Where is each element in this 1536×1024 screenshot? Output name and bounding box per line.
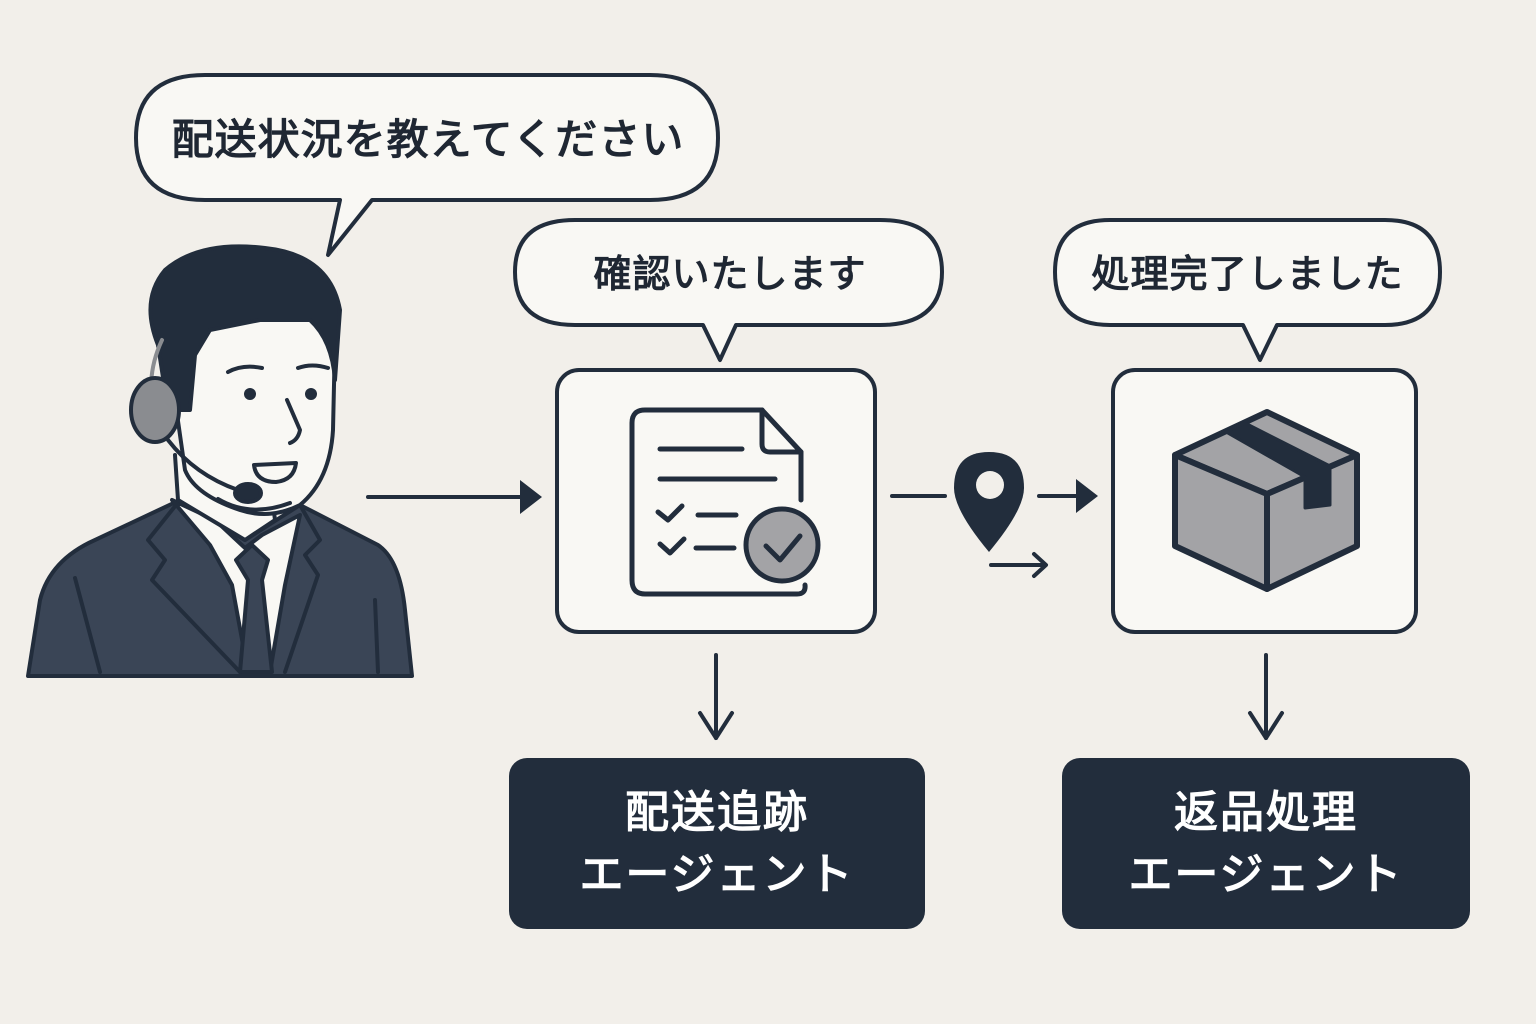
customer-request-text: 配送状況を教えてください [171,115,685,164]
tracking-agent-label: エージェント [579,848,855,900]
check-badge-icon [743,506,821,584]
returns-agent-box: 返品処理 エージェント [1062,758,1470,929]
returns-agent-bubble [1053,218,1442,362]
tracking-bubble-text: 確認いたします [593,252,867,296]
returns-agent-label: エージェント [1128,848,1404,900]
returns-down-arrow [1248,653,1284,740]
package-icon [1172,409,1360,592]
document-checklist-icon [629,407,808,597]
tracking-agent-name: 配送追跡 [625,786,809,838]
customer-request-bubble [134,73,720,257]
returns-bubble-text: 処理完了しました [1091,252,1404,296]
location-to-returns-arrow [1037,479,1098,513]
secondary-route-arrow [989,552,1048,578]
returns-agent-name: 返品処理 [1174,786,1358,838]
operator-illustration [26,244,414,678]
map-pin-icon [954,452,1024,552]
tracking-agent-box: 配送追跡 エージェント [509,758,925,929]
tracking-agent-bubble [513,218,944,362]
operator-to-tracking-arrow [366,480,542,514]
tracking-down-arrow [698,653,734,740]
